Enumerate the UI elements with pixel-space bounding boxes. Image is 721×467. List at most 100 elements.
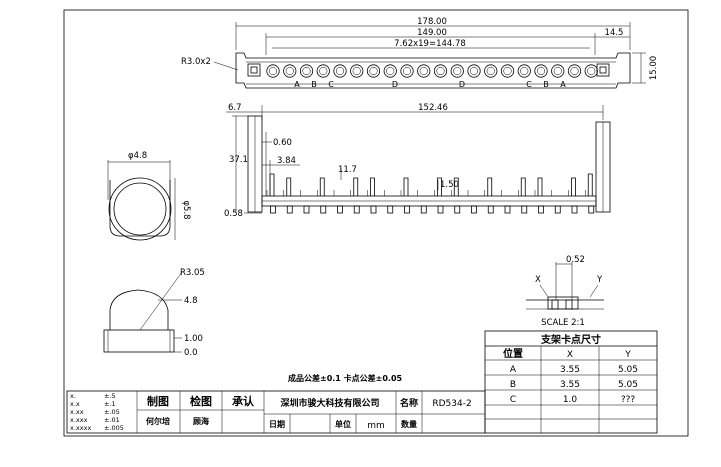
pin-circle [467, 64, 481, 78]
contact-posts [266, 173, 593, 196]
tol-3-v: ±.01 [104, 416, 120, 424]
pin-circle-inner [386, 66, 395, 76]
clip-row-b-pos: B [510, 380, 516, 390]
dim-side-length: 152.46 [418, 103, 448, 113]
clip-row-b-x: 3.55 [560, 380, 580, 390]
unit-value: mm [367, 421, 385, 431]
clip-row-c-y: ??? [621, 395, 636, 405]
pin-circle-inner [302, 66, 311, 76]
pin-circle [366, 64, 381, 78]
pin-circle [333, 64, 347, 78]
pin-label-c1: C [328, 80, 334, 89]
pin-circle [450, 64, 464, 78]
clip-table-header-x: X [567, 350, 573, 360]
pin-circle [299, 64, 314, 78]
tol-4: x.xxxx [70, 424, 91, 432]
draw-label: 制图 [147, 394, 169, 408]
clip-table-title: 支架卡点尺寸 [540, 333, 601, 346]
dim-384: 3.84 [277, 156, 296, 166]
pin-circle-inner [570, 66, 579, 76]
pin-circle [266, 64, 280, 78]
pin-leg [370, 205, 377, 214]
pin-circle-row [266, 64, 598, 78]
pin-leg [353, 205, 360, 214]
dim-side-offset: 14.5 [605, 28, 624, 38]
checker-name: 顾海 [193, 416, 209, 426]
pin-leg [538, 205, 544, 214]
dim-height-right: 15.00 [649, 56, 659, 80]
approve-label: 承认 [232, 394, 255, 408]
date-label: 日期 [269, 419, 285, 429]
clip-table-header-pos: 位置 [503, 347, 523, 360]
dim-arc-r: R3.05 [180, 268, 205, 278]
dim-pin-total: 37.1 [229, 155, 248, 165]
tol-2: x.xx [70, 408, 84, 416]
pin-label-a2: A [560, 80, 566, 89]
tol-1: x.x [70, 400, 80, 408]
pin-circle-inner [402, 66, 412, 76]
clip-row-c-x: 1.0 [563, 395, 578, 405]
contact-post [520, 177, 526, 196]
sheet-border [63, 9, 689, 437]
title-block: x. ±.5 x.x ±.1 x.xx ±.05 x.xxx ±.01 x.xx… [66, 390, 486, 434]
pin-circle-inner [369, 66, 378, 76]
dim-arc-w: 4.8 [184, 296, 198, 306]
dim-side-top: 6.7 [228, 103, 242, 113]
dim-058: 0.58 [224, 209, 243, 219]
pin-leg [303, 205, 310, 214]
pin-circle [417, 64, 431, 78]
pin-circle-inner [486, 66, 495, 76]
pin-circle [517, 64, 531, 78]
pin-label-b2: B [543, 80, 549, 89]
pin-leg [337, 205, 343, 214]
pin-leg [387, 205, 394, 214]
pin-leg [320, 205, 327, 214]
clip-row-b-y: 5.05 [618, 380, 638, 390]
contact-post [537, 177, 543, 196]
pin-circle-inner [520, 66, 529, 76]
clip-table-header-y: Y [624, 350, 631, 360]
arc-view: R3.05 4.8 1.00 0.0 [103, 268, 205, 358]
dim-arc-000: 0.0 [184, 348, 198, 358]
dim-detail-052: 0.52 [566, 255, 585, 265]
part-number: RD534-2 [432, 399, 471, 409]
pin-circle [551, 64, 565, 78]
pin-circle [316, 64, 330, 78]
pin-circle-inner [335, 66, 345, 76]
contact-post [571, 177, 576, 196]
pin-circle-inner [453, 66, 462, 76]
pin-circle [350, 64, 364, 78]
tolerance-note: 成品公差±0.1 卡点公差±0.05 [288, 373, 403, 383]
pin-label-d2: D [459, 80, 465, 89]
dim-pitch-total: 7.62x19=144.78 [394, 39, 466, 49]
pin-circle [383, 64, 397, 78]
drawer-name: 何尔培 [146, 416, 170, 426]
pin-circle [283, 64, 297, 78]
pin-circle-inner [536, 66, 546, 76]
clip-row-c-pos: C [510, 395, 516, 405]
pin-circle-inner [285, 66, 294, 76]
pin-circle [584, 64, 598, 78]
contact-post [453, 177, 459, 196]
dim-117: 11.7 [338, 165, 357, 175]
pin-circle [484, 64, 498, 78]
dim-inner-length: 149.00 [417, 28, 447, 38]
pin-circle [567, 64, 582, 78]
pin-label-b1: B [311, 80, 317, 89]
contact-post [269, 173, 275, 196]
name-label: 名称 [400, 397, 418, 409]
pin-leg [588, 205, 595, 214]
pin-circle [433, 64, 448, 78]
pin-label-c2: C [526, 80, 532, 89]
dim-circle-dia2: φ5.8 [181, 200, 191, 219]
pin-label-a1: A [294, 80, 300, 89]
pin-circle-inner [553, 66, 562, 76]
clip-row-a-pos: A [510, 365, 517, 375]
contact-post [587, 173, 593, 196]
pin-leg [454, 205, 461, 214]
dim-detail-y: Y [596, 275, 603, 285]
pin-circle-inner [469, 66, 479, 76]
tol-2-v: ±.05 [104, 408, 120, 416]
pin-leg [554, 205, 561, 214]
